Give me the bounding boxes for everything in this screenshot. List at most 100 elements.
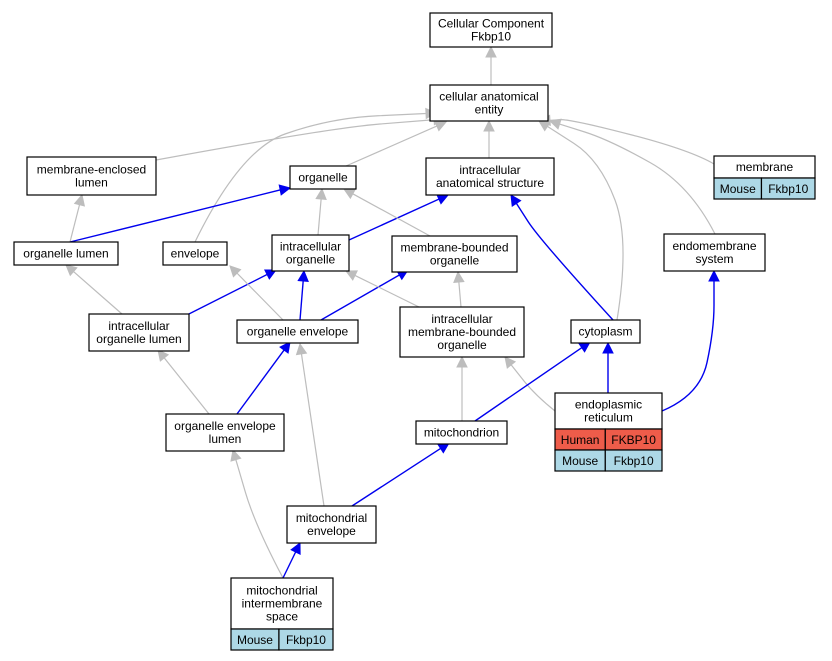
edge-line <box>661 281 715 412</box>
edge-line <box>320 274 400 321</box>
edge-orgenv-to-intorg <box>297 269 309 321</box>
edge-mitoenv-to-mito <box>351 442 450 507</box>
node-label-line: mitochondrial <box>296 511 367 525</box>
edge-mel-to-cae <box>155 113 446 161</box>
node-label-line: organelle <box>430 254 480 268</box>
edge-arrowhead <box>483 119 495 132</box>
edge-mbo-to-org <box>343 188 431 237</box>
node-label-line: membrane-bounded <box>408 325 516 339</box>
node-mito[interactable]: mitochondrion <box>415 420 508 445</box>
edge-arrowhead <box>73 193 86 207</box>
edge-line <box>155 119 435 161</box>
gene-cell <box>760 177 816 200</box>
edge-line <box>300 353 325 507</box>
node-box <box>289 165 357 190</box>
edge-mims-to-oel <box>230 448 284 579</box>
edge-line <box>515 203 614 321</box>
node-label-line: envelope <box>171 247 220 261</box>
edge-oel-to-orgenv <box>236 341 291 415</box>
edge-arrowhead <box>434 120 448 132</box>
node-box <box>286 505 377 544</box>
node-orgenv[interactable]: organelle envelope <box>236 319 359 344</box>
edge-line <box>354 274 420 308</box>
node-orglumen[interactable]: organelle lumen <box>13 241 119 266</box>
edge-line <box>236 272 284 321</box>
edge-line <box>510 364 556 412</box>
node-box <box>663 233 766 272</box>
node-label-line: organelle <box>298 171 348 185</box>
edge-line <box>352 193 431 237</box>
node-org[interactable]: organelle <box>289 165 357 190</box>
edge-mims-to-mitoenv <box>282 541 301 579</box>
edge-mitoenv-to-orgenv <box>295 342 325 507</box>
node-label-line: intermembrane <box>242 597 323 611</box>
edge-arrowhead <box>344 270 358 281</box>
edge-arrowhead <box>278 184 292 196</box>
edge-line <box>235 459 284 579</box>
edge-arrowhead <box>295 342 308 356</box>
edge-arrowhead <box>504 356 517 369</box>
node-cyto[interactable]: cytoplasm <box>570 319 641 344</box>
edge-arrowhead <box>315 187 327 200</box>
node-label-line: cellular anatomical <box>439 90 538 104</box>
edge-cyto-to-ias <box>510 194 614 321</box>
edge-arrowhead <box>230 448 242 462</box>
species-label: Human <box>561 433 600 447</box>
node-box <box>236 319 359 344</box>
node-label-line: organelle envelope <box>174 419 276 433</box>
node-label-line: membrane-bounded <box>400 241 508 255</box>
node-env[interactable]: envelope <box>162 241 228 266</box>
edge-arrowhead <box>602 341 614 354</box>
node-label-line: anatomical structure <box>436 176 544 190</box>
edge-mito-to-imbo <box>456 355 468 421</box>
edge-line <box>351 447 441 507</box>
species-label: Mouse <box>562 454 598 468</box>
node-box <box>13 241 119 266</box>
edge-arrowhead <box>456 355 468 368</box>
node-label-line: membrane-enclosed <box>37 163 146 177</box>
node-label-line: lumen <box>75 176 108 190</box>
edge-er-to-imbo <box>504 356 556 412</box>
edge-arrowhead <box>436 194 450 205</box>
edge-imbo-to-mbo <box>453 270 465 308</box>
node-box <box>26 156 157 196</box>
edge-line <box>559 123 716 235</box>
node-label-line: mitochondrion <box>424 426 499 440</box>
node-label-line: intracellular <box>108 319 169 333</box>
edge-arrowhead <box>157 349 170 362</box>
edge-arrowhead <box>264 269 277 280</box>
node-label-line: intracellular <box>459 163 520 177</box>
edge-line <box>474 347 583 422</box>
edge-line <box>69 189 281 243</box>
node-box <box>399 306 525 358</box>
edge-line <box>163 357 210 415</box>
edge-arrowhead <box>708 269 720 282</box>
edges-layer <box>65 45 720 579</box>
node-label-line: endoplasmic <box>575 398 642 412</box>
edge-iol-to-orglumen <box>65 264 123 315</box>
edge-line <box>194 112 427 243</box>
edge-arrowhead <box>279 341 291 354</box>
edge-line <box>345 125 438 167</box>
node-label-line: organelle envelope <box>247 325 349 339</box>
node-label-line: organelle lumen <box>23 247 108 261</box>
edge-arrowhead <box>290 541 301 555</box>
edge-endo-to-cae <box>548 118 716 235</box>
edge-cyto-to-cae <box>538 120 624 321</box>
edge-arrowhead <box>229 265 242 278</box>
node-label-line: envelope <box>307 524 356 538</box>
